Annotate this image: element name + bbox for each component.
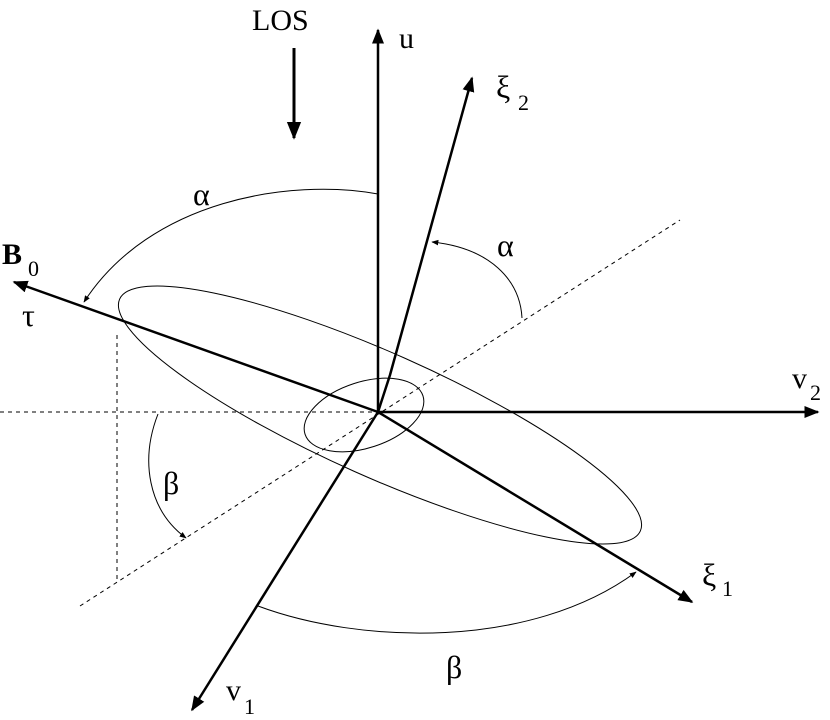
xi1-axis: [377, 410, 694, 604]
tau-label: τ: [22, 297, 35, 333]
los-label: LOS: [252, 4, 309, 37]
small-ellipse: [303, 377, 425, 453]
dashed-diagonal-line: [79, 219, 681, 607]
b0-tau-axis: [12, 280, 379, 414]
v1-subscript: 1: [244, 694, 255, 719]
v2-subscript: 2: [810, 380, 821, 405]
b0-label: B: [2, 238, 22, 271]
xi2-axis: [376, 76, 475, 413]
alpha-arc-right: [431, 239, 523, 319]
alpha-right-label: α: [497, 227, 514, 263]
v1-axis: [190, 411, 380, 712]
beta-arc-bottom: [257, 571, 637, 634]
xi2-subscript: 2: [518, 90, 529, 115]
alpha-arc-top: [83, 188, 379, 303]
b0-subscript: 0: [28, 256, 39, 281]
xi1-subscript: 1: [722, 576, 733, 601]
v1-label: v: [226, 674, 241, 707]
beta-left-label: β: [163, 465, 179, 501]
beta-arc-left: [148, 413, 187, 539]
beta-bottom-label: β: [446, 649, 462, 685]
v2-label: v: [792, 362, 807, 395]
xi1-label: ξ: [702, 557, 716, 593]
xi2-label: ξ: [496, 69, 510, 105]
u-label: u: [399, 22, 414, 55]
large-ellipse: [117, 285, 643, 545]
alpha-top-label: α: [193, 176, 210, 212]
